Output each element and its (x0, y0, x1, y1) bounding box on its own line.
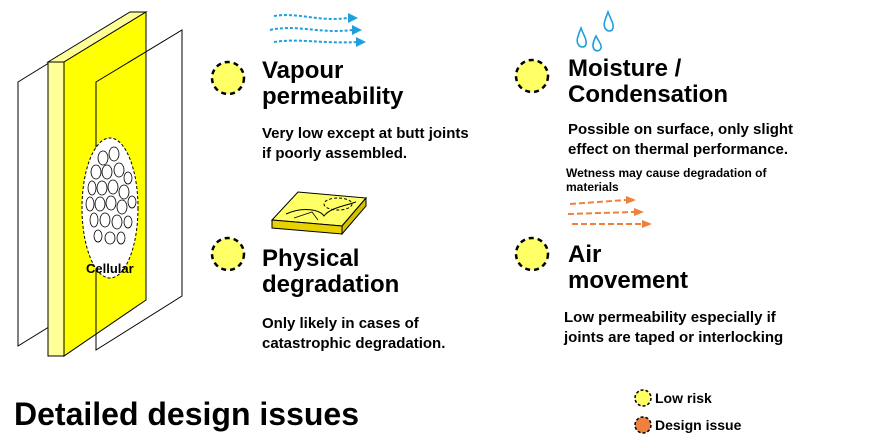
vapour-description: Very low except at butt joints if poorly… (262, 124, 469, 164)
cellular-cells (85, 146, 137, 245)
moisture-description: Possible on surface, only slight effect … (568, 120, 793, 160)
moisture-desc-line1: Possible on surface, only slight (568, 121, 794, 138)
moisture-title: Moisture / Condensation (568, 56, 728, 108)
air-flow-icon (567, 196, 652, 228)
physical-desc-line2: catastrophic degradation. (262, 335, 446, 352)
vapour-desc-line2: if poorly assembled. (262, 145, 408, 162)
vapour-title-line2: permeability (262, 83, 404, 110)
physical-desc-line1: Only likely in cases of (262, 315, 419, 332)
legend-design-issue-icon (634, 416, 652, 434)
physical-title-line2: degradation (262, 271, 400, 298)
legend-design-issue-label: Design issue (655, 417, 742, 433)
physical-title-line1: Physical (262, 245, 360, 272)
air-risk-marker (514, 236, 550, 272)
vapour-title-line1: Vapour (262, 57, 344, 84)
vapour-title: Vapour permeability (262, 58, 403, 110)
damaged-slab-icon (270, 191, 368, 236)
air-desc-line1: Low permeability especially if (564, 309, 776, 326)
moisture-title-line1: Moisture / (568, 55, 682, 82)
page-title: Detailed design issues (14, 396, 360, 432)
moisture-risk-marker (514, 58, 550, 94)
air-desc-line2: joints are taped or interlocking (564, 329, 784, 346)
physical-risk-marker (210, 236, 246, 272)
physical-title: Physical degradation (262, 246, 399, 298)
air-title-line1: Air (568, 241, 602, 268)
air-title-line2: movement (568, 267, 689, 294)
legend-low-risk-label: Low risk (655, 390, 712, 406)
panel-label: Cellular (86, 261, 134, 276)
air-title: Air movement (568, 242, 688, 294)
vapour-risk-marker (210, 60, 246, 96)
moisture-note: Wetness may cause degradation of materia… (566, 166, 767, 194)
moisture-desc-line2: effect on thermal performance. (568, 141, 789, 158)
physical-description: Only likely in cases of catastrophic deg… (262, 314, 445, 354)
water-drops-icon (576, 9, 614, 52)
vapour-flow-icon (269, 13, 366, 47)
moisture-note-line1: Wetness may cause degradation of (566, 166, 767, 180)
vapour-desc-line1: Very low except at butt joints (262, 125, 469, 142)
moisture-note-line2: materials (566, 180, 619, 194)
air-description: Low permeability especially if joints ar… (564, 308, 783, 348)
legend-low-risk-icon (634, 389, 652, 407)
moisture-title-line2: Condensation (568, 81, 728, 108)
